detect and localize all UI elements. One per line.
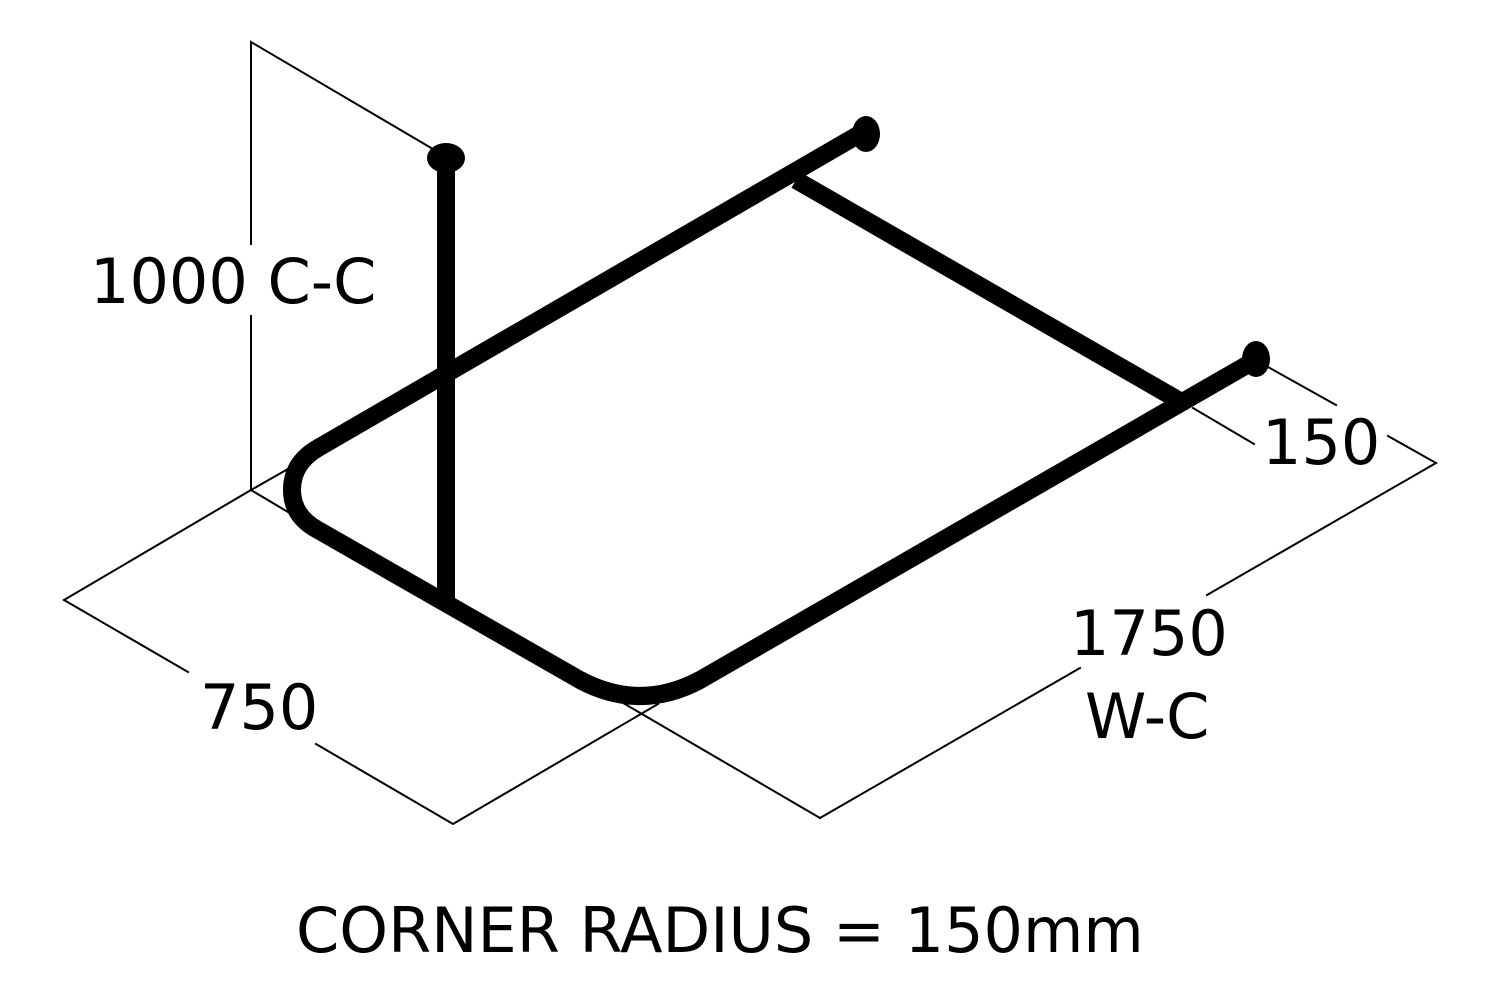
width-value-label: 1750	[1070, 597, 1228, 670]
depth-dimension-line	[314, 702, 660, 826]
corner-radius-footer: CORNER RADIUS = 150mm	[296, 894, 1144, 967]
return-dimension-line	[1191, 406, 1256, 446]
ceiling-flange-icon	[427, 143, 465, 173]
width-suffix-label: W-C	[1085, 680, 1209, 753]
height-label: 1000 C-C	[90, 245, 376, 318]
rail	[283, 127, 1257, 705]
side-wall-flange-icon	[1242, 341, 1270, 377]
front-corner-projection-line	[616, 698, 822, 820]
depth-dimension-line	[62, 488, 253, 674]
floor-projection-line	[249, 488, 295, 517]
mount-flanges	[427, 116, 1270, 377]
height-extension-line	[250, 40, 440, 491]
rail-main	[283, 127, 1257, 705]
rail-crossbar	[791, 172, 1183, 408]
rear-wall-flange-icon	[852, 116, 880, 152]
dimension-lines	[62, 40, 1439, 826]
width-dimension-line	[818, 666, 1082, 820]
return-dimension-line	[1266, 365, 1338, 407]
width-dimension-line	[1205, 434, 1439, 597]
depth-label: 750	[200, 671, 318, 744]
return-label: 150	[1262, 406, 1380, 479]
